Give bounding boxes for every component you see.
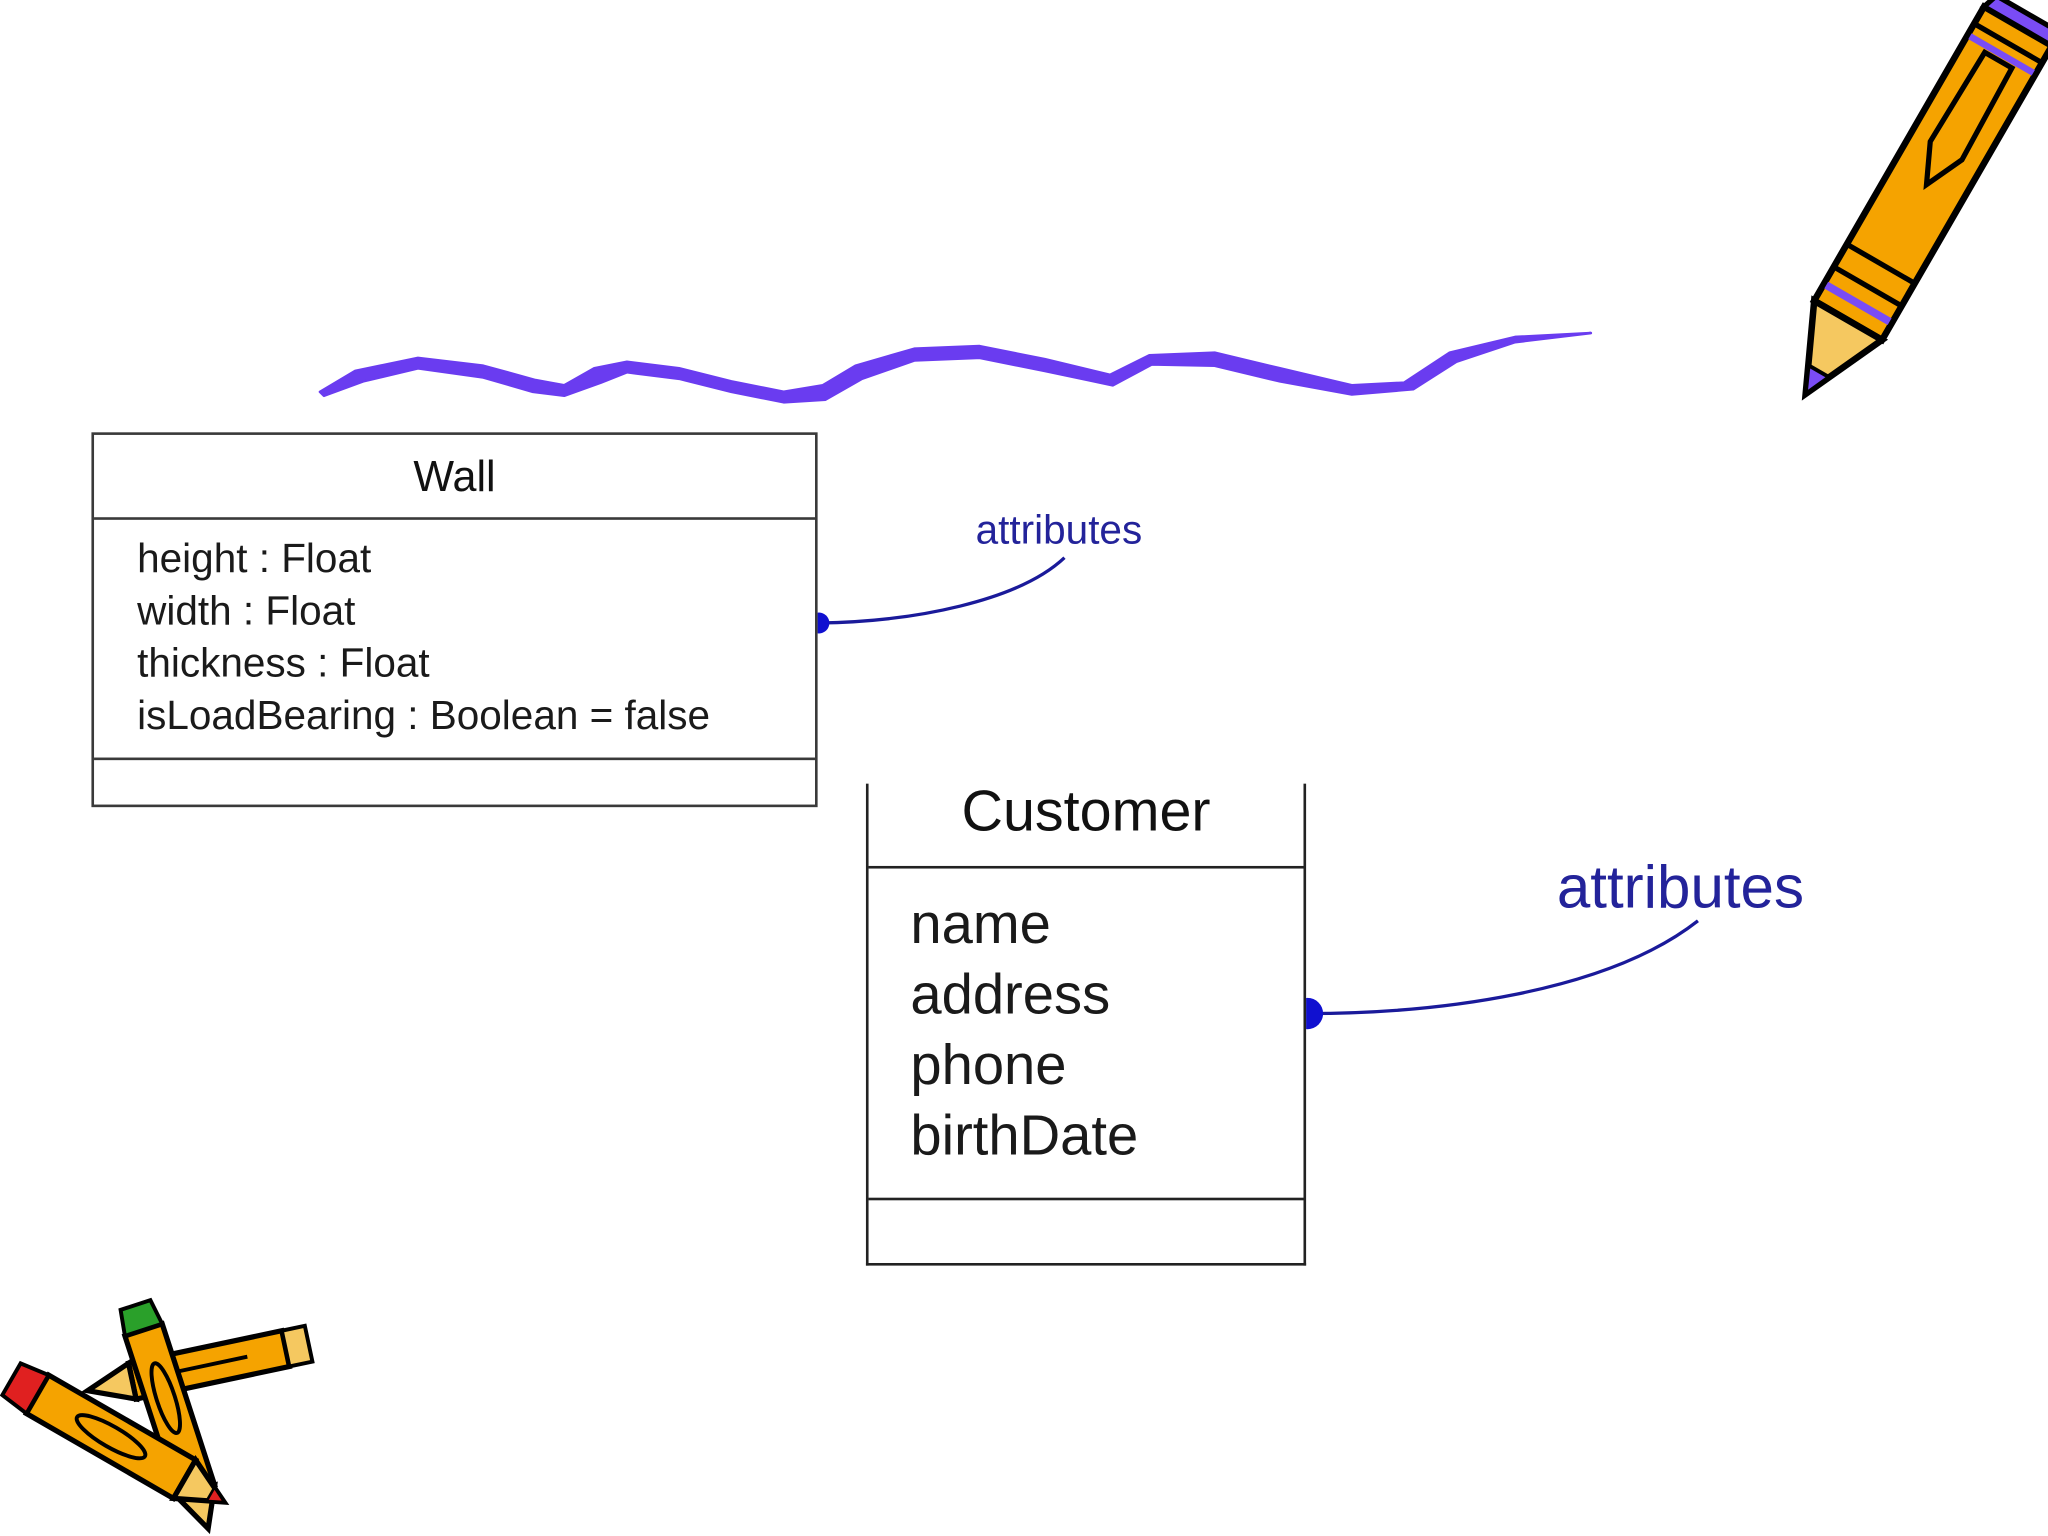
pencil-icon xyxy=(1801,0,2048,401)
wall-attributes-annotation: attributes xyxy=(975,506,1143,553)
customer-attribute: address xyxy=(910,963,1111,1027)
wavy-banner xyxy=(318,331,1593,404)
customer-attribute: birthDate xyxy=(910,1104,1139,1168)
wall-attribute: width : Float xyxy=(137,587,356,634)
customer-attributes-annotation: attributes xyxy=(1556,852,1805,921)
wall-attributes-compartment: height : Float width : Float thickness :… xyxy=(94,520,816,761)
customer-attribute: name xyxy=(910,893,1051,957)
customer-annotation-connector xyxy=(1307,919,1699,1016)
wall-class-box: Wall height : Float width : Float thickn… xyxy=(91,432,818,808)
wall-attribute: height : Float xyxy=(137,535,372,582)
wall-class-name: Wall xyxy=(94,435,816,520)
wall-attribute: isLoadBearing : Boolean = false xyxy=(137,692,711,738)
customer-attribute: phone xyxy=(910,1034,1067,1098)
customer-class-box: Customer name address phone birthDate xyxy=(865,783,1307,1266)
crossed-pencils-icon xyxy=(0,1297,315,1535)
wall-attribute: thickness : Float xyxy=(137,639,430,686)
wall-annotation-connector xyxy=(818,556,1066,625)
customer-attributes-compartment: name address phone birthDate xyxy=(868,869,1304,1201)
customer-class-name: Customer xyxy=(868,783,1304,869)
